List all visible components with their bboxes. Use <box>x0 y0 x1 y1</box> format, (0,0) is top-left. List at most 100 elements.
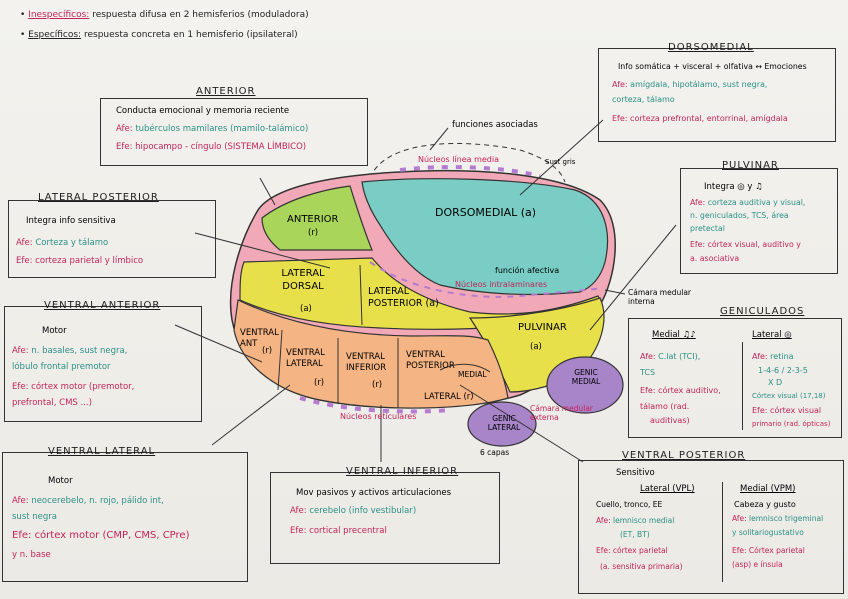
gen-m-efe2: tálamo (rad. <box>640 402 690 411</box>
especificos-text: respuesta concreta en 1 hemisferio (ipsi… <box>83 30 298 40</box>
arrow-pulvinar <box>589 224 677 331</box>
box-pulvinar-afe: Afe: corteza auditiva y visual, <box>690 198 806 207</box>
box-va-title: VENTRAL ANTERIOR <box>44 300 161 311</box>
box-va-efe2: prefrontal, CMS ...) <box>12 398 92 408</box>
genic-lateral-region <box>467 401 537 447</box>
box-vl-title: VENTRAL LATERAL <box>48 446 156 457</box>
box-lp-afe: Afe: Corteza y tálamo <box>16 238 109 248</box>
ventral-region <box>233 299 509 409</box>
box-pulvinar-efe2: a. asociativa <box>690 254 740 263</box>
gen-m-efe: Efe: córtex auditivo, <box>640 386 721 395</box>
box-va-afe2: lóbulo frontal premotor <box>12 362 111 372</box>
box-vl-afe: Afe: neocerebelo, n. rojo, pálido int, <box>12 496 164 506</box>
vp-med-efe2: (asp) e ínsula <box>732 560 783 569</box>
arrow-anterior <box>259 177 276 206</box>
nucleos-reticulares: Núcleos reticulares <box>340 412 417 421</box>
div-ld-lp <box>359 264 363 326</box>
box-vi-title: VENTRAL INFERIOR <box>346 466 459 477</box>
vp-lat-line1: Cuello, tronco, EE <box>596 500 663 509</box>
box-ventral-lateral <box>2 452 248 582</box>
vp-lat-efe2: (a. sensitiva primaria) <box>600 562 683 571</box>
anterior-label: ANTERIOR <box>287 214 339 225</box>
sust-gris: Sust gris <box>545 158 576 166</box>
box-vl-afe2: sust negra <box>12 512 57 522</box>
vp-lat-afe: Afe: lemnisco medial <box>596 516 675 525</box>
linea-media-dome <box>369 143 566 183</box>
box-dm-line1: Info somática + visceral + olfativa ↔ Em… <box>618 62 807 71</box>
anterior-sub: (r) <box>308 228 319 238</box>
inespecificos-label: Inespecíficos: <box>28 10 90 20</box>
box-lp-efe: Efe: corteza parietal y límbico <box>16 256 144 266</box>
box-lp-line1: Integra info sensitiva <box>26 216 116 226</box>
box-pulvinar <box>680 168 838 274</box>
gen-m-efe3: auditivas) <box>650 416 690 425</box>
genic-medial-region <box>546 356 624 414</box>
box-pulvinar-afe2: n. geniculados, TCS, área <box>690 211 789 220</box>
arrow-camara-interna <box>604 289 626 295</box>
nucleos-intralaminares: Núcleos intralaminares <box>455 280 548 289</box>
box-anterior-title: ANTERIOR <box>196 86 256 97</box>
box-va-afe: Afe: n. basales, sust negra, <box>12 346 128 356</box>
box-lp-title: LATERAL POSTERIOR <box>38 192 159 203</box>
lateral-dorsal-sub: (a) <box>300 304 312 314</box>
ventral-posterior-label: VENTRAL POSTERIOR <box>406 350 455 371</box>
arrow-funciones <box>429 127 449 151</box>
gen-m-afe: Afe: C.lat (TCI), <box>640 352 701 361</box>
genic-medial-label: GENIC MEDIAL <box>571 368 601 387</box>
box-vp-line1: Sensitivo <box>616 468 655 478</box>
header-especificos: • Específicos: respuesta concreta en 1 h… <box>20 30 298 40</box>
arrow-ventral-posterior <box>459 384 584 463</box>
box-vp-lat-title: Lateral (VPL) <box>640 484 695 494</box>
box-pulvinar-afe3: pretectal <box>690 224 725 233</box>
reticular-dots <box>299 396 451 414</box>
arrow-dorsomedial <box>519 119 604 196</box>
box-pulvinar-line1: Integra ◎ y ♫ <box>704 182 763 192</box>
ventral-lateral-label: VENTRAL LATERAL <box>286 348 325 369</box>
box-vp-med-title: Medial (VPM) <box>740 484 796 494</box>
vp-lat-efe: Efe: córtex parietal <box>596 546 668 555</box>
vp-med-afe: Afe: lemnisco trigeminal <box>732 514 824 523</box>
gen-l-afe: Afe: retina <box>752 352 794 361</box>
linea-media-dots <box>399 165 541 178</box>
pulvinar-sub: (a) <box>530 342 542 352</box>
vp-med-efe: Efe: Córtex parietal <box>732 546 805 555</box>
ventral-inferior-label: VENTRAL INFERIOR <box>346 352 387 373</box>
gen-l-afe4: Córtex visual (17,18) <box>752 392 826 400</box>
box-vl-line1: Motor <box>48 476 73 486</box>
lateral-dorsal-label: LATERAL DORSAL <box>281 268 325 292</box>
box-gen-medial-title: Medial ♫♪ <box>652 330 696 340</box>
ventral-ant-label: VENTRAL ANT <box>240 328 279 349</box>
box-va-efe: Efe: córtex motor (premotor, <box>12 382 135 392</box>
gen-divider <box>742 342 743 430</box>
pulvinar-label: PULVINAR <box>518 322 567 333</box>
box-anterior-line1: Conducta emocional y memoria reciente <box>116 106 290 116</box>
vp-lateral-label: LATERAL (r) <box>424 392 474 402</box>
box-dm-afe2: corteza, tálamo <box>612 95 675 104</box>
box-anterior-efe: Efe: hipocampo - cíngulo (SISTEMA LÍMBIC… <box>116 142 307 152</box>
ventral-inferior-sub: (r) <box>372 380 383 390</box>
box-dorsomedial <box>598 48 836 142</box>
box-gen-title: GENICULADOS <box>720 306 805 317</box>
funciones-asociadas: funciones asociadas <box>452 120 538 130</box>
box-dm-efe: Efe: corteza prefrontal, entorrinal, amí… <box>612 114 788 123</box>
especificos-label: Específicos: <box>28 30 82 40</box>
intralaminar-dots <box>369 261 603 298</box>
box-geniculados <box>628 318 842 438</box>
genic-lateral-label: GENIC LATERAL <box>487 414 521 433</box>
arrow-ventral-anterior <box>174 324 263 363</box>
box-va-line1: Motor <box>42 326 67 336</box>
header-inespecificos: • Inespecíficos: respuesta difusa en 2 h… <box>20 10 309 20</box>
arrow-lateral-posterior <box>194 232 331 269</box>
dorsomedial-label: DORSOMEDIAL (a) <box>435 206 537 219</box>
gen-l-efe2: primario (rad. ópticas) <box>752 420 831 428</box>
arrow-ventral-lateral <box>211 384 291 446</box>
camara-medular-interna: Cámara medular interna <box>628 288 691 307</box>
vp-med-afe2: y solitariogustativo <box>732 528 804 537</box>
box-vi-afe: Afe: cerebelo (info vestibular) <box>290 506 417 516</box>
anterior-region <box>261 185 373 251</box>
funcion-afectiva: función afectiva <box>495 266 560 275</box>
gen-l-afe3: X D <box>768 378 783 387</box>
box-vl-efe2: y n. base <box>12 550 51 560</box>
vp-lat-afe2: (ET, BT) <box>620 530 650 539</box>
